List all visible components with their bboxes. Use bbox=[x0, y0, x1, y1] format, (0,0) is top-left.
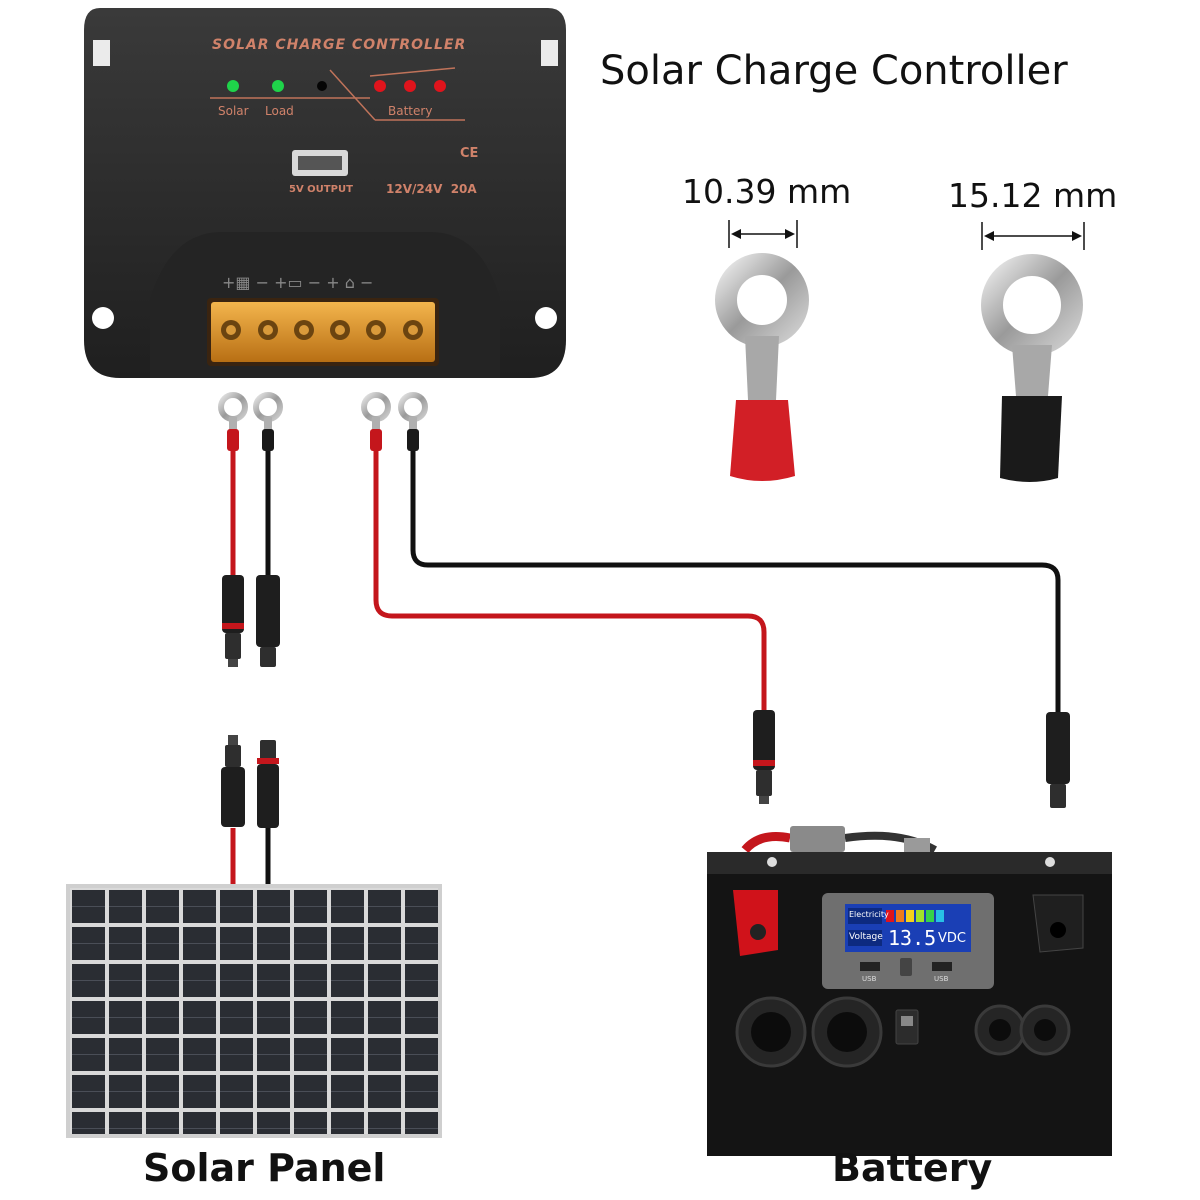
charge-controller: +▦ − +▭ − + ⌂ − bbox=[84, 8, 566, 378]
solar-indicator-label: Solar bbox=[218, 104, 249, 118]
solar-panel bbox=[66, 884, 442, 1138]
mc4-lower-left bbox=[221, 735, 245, 827]
solar-panel-caption: Solar Panel bbox=[143, 1146, 386, 1190]
large-terminal-dimension: 15.12 mm bbox=[948, 176, 1118, 215]
voltage-label: Voltage bbox=[849, 932, 883, 942]
voltage-unit: VDC bbox=[938, 931, 966, 946]
voltage-readout: 13.5 bbox=[888, 926, 937, 950]
solar-led bbox=[227, 80, 239, 92]
load-indicator-label: Load bbox=[265, 104, 294, 118]
diagram-title: Solar Charge Controller bbox=[600, 48, 1068, 94]
mc4-battery-positive bbox=[753, 710, 775, 804]
ce-mark: CE bbox=[460, 146, 479, 161]
usb-output-label: 5V OUTPUT bbox=[289, 184, 353, 195]
usb-port-right bbox=[932, 962, 952, 971]
power-switch bbox=[895, 1009, 919, 1045]
battery-caption: Battery bbox=[832, 1146, 993, 1190]
ring-terminal-small bbox=[715, 220, 809, 481]
terminal-screws bbox=[221, 320, 423, 340]
battery-negative-wire bbox=[410, 450, 1061, 712]
svg-text:+▦ − +▭ − + ⌂ −: +▦ − +▭ − + ⌂ − bbox=[222, 273, 373, 292]
wires bbox=[230, 440, 1061, 888]
mc4-connectors bbox=[221, 575, 1070, 828]
mc4-upper-right bbox=[256, 575, 280, 667]
controller-brand-label: SOLAR CHARGE CONTROLLER bbox=[212, 37, 467, 53]
battery-led-1 bbox=[374, 80, 386, 92]
battery-box bbox=[707, 826, 1112, 1156]
usb-right-label: USB bbox=[934, 975, 949, 983]
mc4-upper-left bbox=[222, 575, 244, 667]
temp-sensor bbox=[317, 81, 327, 91]
load-led bbox=[272, 80, 284, 92]
ring-terminal-large bbox=[981, 222, 1085, 482]
mc4-lower-right bbox=[257, 740, 279, 828]
battery-led-3 bbox=[434, 80, 446, 92]
battery-positive-wire bbox=[373, 450, 767, 710]
battery-led-2 bbox=[404, 80, 416, 92]
positive-terminal bbox=[733, 890, 778, 956]
battery-indicator-label: Battery bbox=[388, 104, 433, 118]
battery-top-cable bbox=[741, 832, 791, 854]
electricity-label: Electricity bbox=[849, 910, 889, 919]
small-terminal-dimension: 10.39 mm bbox=[682, 172, 852, 211]
usb-port-left bbox=[860, 962, 880, 971]
usb-left-label: USB bbox=[862, 975, 877, 983]
controller-ring-lugs bbox=[218, 392, 428, 451]
rating-label: 12V/24V 20A bbox=[386, 182, 477, 196]
mc4-battery-negative bbox=[1046, 712, 1070, 808]
